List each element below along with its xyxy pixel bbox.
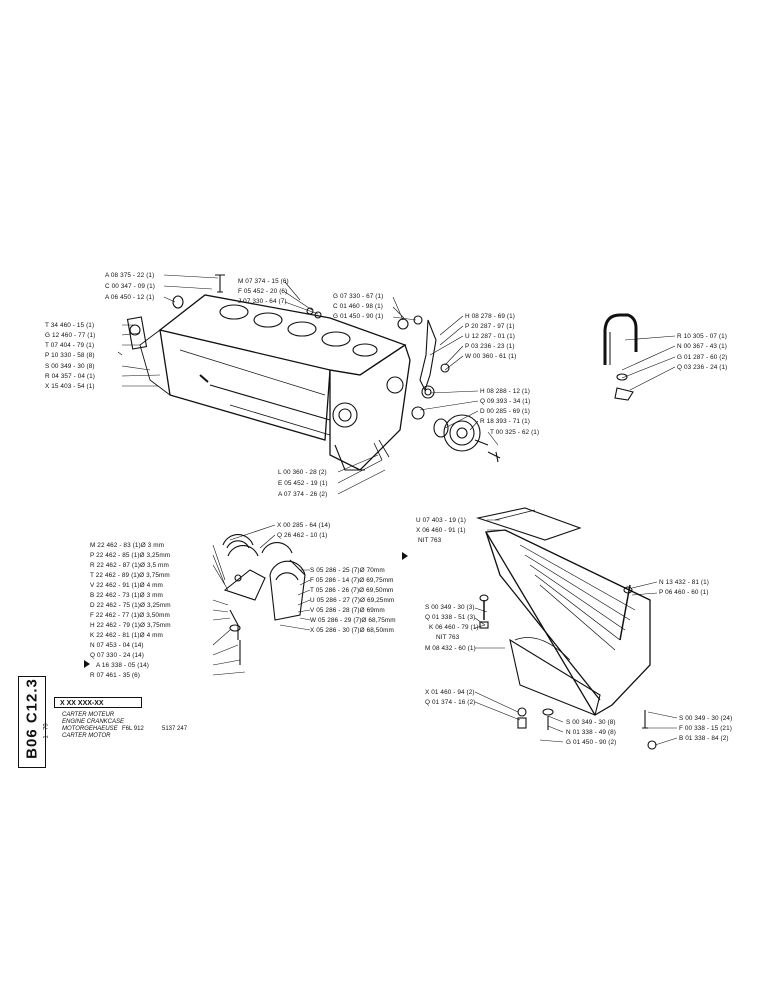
label-part: X 06 460 - 91 (1) bbox=[416, 527, 466, 534]
label-part: S 00 349 - 30 (3) bbox=[425, 604, 475, 611]
label-part: R 07 461 - 35 (6) bbox=[90, 672, 141, 679]
label-part: N 07 453 - 04 (14) bbox=[90, 642, 144, 649]
label-part: P 22 462 - 85 (1)Ø 3,25mm bbox=[90, 552, 171, 559]
label-part: H 22 462 - 79 (1)Ø 3,75mm bbox=[90, 622, 171, 629]
label-part: G 01 450 - 90 (1) bbox=[333, 313, 384, 320]
label-part: A 06 450 - 12 (1) bbox=[105, 294, 155, 301]
label-part: R 04 357 - 04 (1) bbox=[45, 373, 96, 380]
sheet-code-box: B06 C12.3 bbox=[18, 676, 46, 768]
label-part: B 01 338 - 84 (2) bbox=[679, 735, 729, 742]
label-part: G 01 287 - 60 (2) bbox=[677, 354, 728, 361]
label-part: X 05 286 - 30 (7)Ø 68,50mm bbox=[310, 627, 394, 634]
label-part: A 07 374 - 26 (2) bbox=[278, 491, 328, 498]
label-part: W 05 286 - 29 (7)Ø 68,75mm bbox=[310, 617, 396, 624]
label-part: U 12 287 - 01 (1) bbox=[465, 333, 516, 340]
label-part: K 22 462 - 81 (1)Ø 4 mm bbox=[90, 632, 163, 639]
label-part: X 15 403 - 54 (1) bbox=[45, 383, 95, 390]
label-part: S 00 349 - 30 (8) bbox=[45, 363, 95, 370]
label-part: R 10 305 - 07 (1) bbox=[677, 333, 728, 340]
label-part: Q 01 338 - 51 (3) bbox=[425, 614, 476, 621]
oil-pan-drawing bbox=[475, 507, 657, 750]
label-part: G 01 450 - 90 (2) bbox=[566, 739, 617, 746]
sheet-code: B06 C12.3 bbox=[23, 678, 41, 759]
label-part: U 07 403 - 19 (1) bbox=[416, 517, 467, 524]
arrow-markers bbox=[84, 552, 408, 668]
label-part: P 06 460 - 60 (1) bbox=[659, 589, 709, 596]
label-part: T 22 462 - 89 (1)Ø 3,75mm bbox=[90, 572, 170, 579]
label-part: NIT 763 bbox=[418, 537, 442, 544]
leader-lines bbox=[117, 274, 678, 746]
label-part: Q 09 393 - 34 (1) bbox=[480, 398, 531, 405]
label-part: D 22 462 - 75 (1)Ø 3,25mm bbox=[90, 602, 171, 609]
label-part: Q 03 236 - 24 (1) bbox=[677, 364, 728, 371]
label-part: P 03 236 - 23 (1) bbox=[465, 343, 515, 350]
label-part: Q 26 462 - 10 (1) bbox=[277, 532, 328, 539]
label-part: Q 07 330 - 24 (14) bbox=[90, 652, 145, 659]
label-part: F 22 462 - 77 (1)Ø 3,50mm bbox=[90, 612, 170, 619]
title-en: ENGINE CRANKCASE bbox=[62, 719, 125, 725]
label-part: M 08 432 - 60 (1) bbox=[425, 645, 476, 652]
sheet-number: 5137 247 bbox=[162, 726, 188, 732]
title-de: MOTORGEHAEUSE bbox=[62, 726, 118, 732]
label-part: A 16 338 - 05 (14) bbox=[96, 662, 149, 669]
engine-block-drawing bbox=[126, 294, 411, 471]
label-part: U 05 286 - 27 (7)Ø 69,25mm bbox=[310, 597, 395, 604]
label-part: L 00 360 - 28 (2) bbox=[278, 469, 327, 476]
label-part: M 07 374 - 15 (6) bbox=[238, 278, 289, 285]
label-part: T 05 286 - 26 (7)Ø 69,50mm bbox=[310, 587, 394, 594]
label-part: S 00 349 - 30 (8) bbox=[566, 719, 616, 726]
label-part: X 01 460 - 94 (2) bbox=[425, 689, 475, 696]
label-part: P 10 330 - 58 (8) bbox=[45, 352, 95, 359]
label-part: S 05 286 - 25 (7)Ø 70mm bbox=[310, 567, 385, 574]
title-fr: CARTER MOTEUR bbox=[62, 712, 115, 718]
label-part: J 07 330 - 64 (7) bbox=[238, 298, 287, 305]
label-part: E 05 452 - 19 (1) bbox=[278, 480, 328, 487]
label-part: K 06 460 - 79 (1) bbox=[429, 624, 479, 631]
label-part: C 01 460 - 98 (1) bbox=[333, 303, 384, 310]
label-part: D 00 285 - 69 (1) bbox=[480, 408, 531, 415]
bearing-drawing bbox=[222, 534, 306, 665]
label-part: H 08 278 - 69 (1) bbox=[465, 313, 516, 320]
dipstick-drawing bbox=[603, 313, 638, 401]
label-part: P 20 287 - 97 (1) bbox=[465, 323, 515, 330]
label-part: Q 01 374 - 16 (2) bbox=[425, 699, 476, 706]
title-es: CARTER MOTOR bbox=[62, 733, 111, 739]
label-part: NIT 763 bbox=[436, 634, 460, 641]
label-part: A 08 375 - 22 (1) bbox=[105, 272, 155, 279]
label-part: H 08 288 - 12 (1) bbox=[480, 388, 531, 395]
label-part: T 07 404 - 79 (1) bbox=[45, 342, 95, 349]
label-part: T 00 325 - 62 (1) bbox=[490, 429, 540, 436]
reference-box: X XX XXX-XX bbox=[54, 697, 142, 708]
label-part: V 22 462 - 91 (1)Ø 4 mm bbox=[90, 582, 163, 589]
label-part: S 00 349 - 30 (24) bbox=[679, 715, 733, 722]
label-part: F 05 286 - 14 (7)Ø 69,75mm bbox=[310, 577, 394, 584]
label-part: R 22 462 - 87 (1)Ø 3,5 mm bbox=[90, 562, 169, 569]
label-part: N 01 338 - 49 (8) bbox=[566, 729, 617, 736]
label-part: V 05 286 - 28 (7)Ø 69mm bbox=[310, 607, 385, 614]
label-part: R 18 393 - 71 (1) bbox=[480, 418, 531, 425]
label-part: F 05 452 - 20 (6) bbox=[238, 288, 288, 295]
label-part: X 00 285 - 64 (14) bbox=[277, 522, 331, 529]
label-part: B 22 462 - 73 (1)Ø 3 mm bbox=[90, 592, 163, 599]
sheet-date: 1 - 79 bbox=[43, 723, 50, 739]
label-part: F 00 338 - 15 (21) bbox=[679, 725, 732, 732]
label-part: G 07 330 - 67 (1) bbox=[333, 293, 384, 300]
label-part: W 00 360 - 61 (1) bbox=[465, 353, 517, 360]
label-part: N 00 367 - 43 (1) bbox=[677, 343, 728, 350]
label-part: T 34 460 - 15 (1) bbox=[45, 322, 95, 329]
label-part: M 22 462 - 83 (1)Ø 3 mm bbox=[90, 542, 165, 549]
label-part: G 12 460 - 77 (1) bbox=[45, 332, 96, 339]
label-part: C 00 347 - 09 (1) bbox=[105, 283, 156, 290]
label-part: N 13 432 - 81 (1) bbox=[659, 579, 710, 586]
engine-model: F6L 912 bbox=[122, 726, 144, 732]
